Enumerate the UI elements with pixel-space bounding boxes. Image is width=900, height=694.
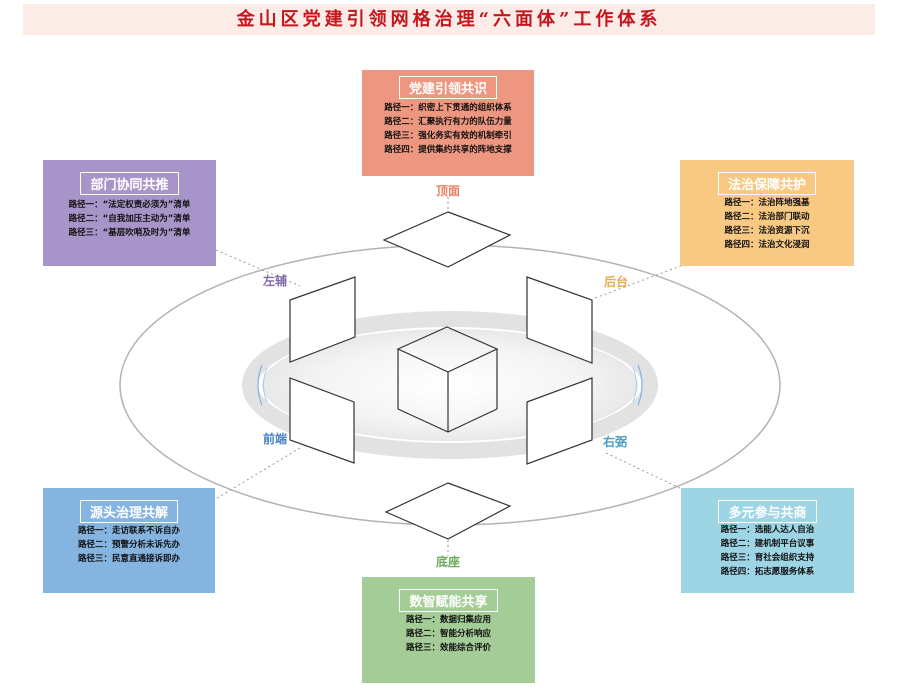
title-bar: 金山区党建引领网格治理“六面体”工作体系 (23, 4, 875, 35)
face-label-right: 右弼 (603, 435, 628, 449)
blue-arc-left (257, 364, 263, 406)
path-item: 路径三：民意直通接诉即办 (77, 554, 180, 564)
card-rule-of-law: 法治保障共护 路径一：法治阵地强基 路径二：法治部门联动 路径三：法治资源下沉 … (680, 160, 854, 266)
face-label-top: 顶面 (436, 184, 461, 198)
path-item: 路径三：效能综合评价 (405, 643, 491, 653)
path-item: 路径二：智能分析响应 (405, 629, 491, 639)
connector-rear (594, 263, 687, 299)
path-item: 路径二：预警分析未诉先办 (77, 540, 180, 550)
face-label-front: 前端 (263, 432, 288, 446)
blue-arc-left-2 (263, 367, 268, 403)
connector-right (605, 452, 685, 491)
card-title: 源头治理共解 (79, 500, 178, 523)
connector-left (215, 249, 301, 287)
right-panel (526, 377, 593, 465)
path-item: 路径一：走访联系不诉自办 (77, 526, 180, 536)
blue-arc-right-2 (632, 367, 637, 403)
card-title: 多元参与共商 (718, 500, 817, 523)
front-panel (289, 377, 355, 464)
card-party-building: 党建引领共识 路径一：织密上下贯通的组织体系 路径二：汇聚执行有力的队伍力量 路… (362, 70, 534, 176)
connector-front (213, 447, 301, 501)
card-title: 党建引领共识 (398, 76, 497, 99)
path-item: 路径一：织密上下贯通的组织体系 (384, 103, 512, 113)
path-item: 路径四：拓志愿服务体系 (720, 567, 815, 577)
card-title: 法治保障共护 (717, 172, 816, 195)
card-multi-participation: 多元参与共商 路径一：选能人达人自治 路径二：建机制平台议事 路径三：育社会组织… (681, 488, 854, 593)
path-item: 路径一：选能人达人自治 (720, 525, 815, 535)
left-panel (289, 276, 356, 363)
path-item: 路径三：“基层吹哨及时为”清单 (68, 228, 191, 238)
path-item: 路径三：育社会组织支持 (720, 553, 815, 563)
card-digital-empowerment: 数智赋能共享 路径一：数据归集应用 路径二：智能分析响应 路径三：效能综合评价 (362, 577, 535, 683)
path-item: 路径二：法治部门联动 (724, 212, 810, 222)
path-item: 路径一：“法定权责必须为”清单 (68, 200, 191, 210)
card-department-coordination: 部门协同共推 路径一：“法定权责必须为”清单 路径二：“自我加压主动为”清单 路… (43, 160, 216, 266)
face-label-left: 左辅 (263, 274, 288, 288)
top-diamond (382, 211, 512, 268)
path-item: 路径一：法治阵地强基 (724, 198, 810, 208)
path-item: 路径三：强化务实有效的机制牵引 (384, 131, 512, 141)
bottom-diamond (384, 482, 512, 540)
path-item: 路径二：建机制平台议事 (720, 539, 815, 549)
card-title: 部门协同共推 (80, 172, 179, 195)
inner-ring (242, 311, 658, 459)
rear-panel (526, 276, 593, 364)
center-cube (396, 326, 499, 433)
face-label-bottom: 底座 (436, 555, 461, 569)
card-source-governance: 源头治理共解 路径一：走访联系不诉自办 路径二：预警分析未诉先办 路径三：民意直… (43, 488, 215, 593)
path-item: 路径二：“自我加压主动为”清单 (68, 214, 191, 224)
path-item: 路径三：法治资源下沉 (724, 226, 810, 236)
path-item: 路径二：汇聚执行有力的队伍力量 (384, 117, 512, 127)
path-item: 路径四：提供集约共享的阵地支撑 (384, 145, 512, 155)
path-item: 路径四：法治文化浸润 (724, 240, 810, 250)
face-label-rear: 后台 (604, 275, 629, 289)
blue-arc-right (637, 364, 643, 406)
card-title: 数智赋能共享 (399, 589, 498, 612)
page-title: 金山区党建引领网格治理“六面体”工作体系 (236, 9, 662, 30)
path-item: 路径一：数据归集应用 (405, 615, 491, 625)
